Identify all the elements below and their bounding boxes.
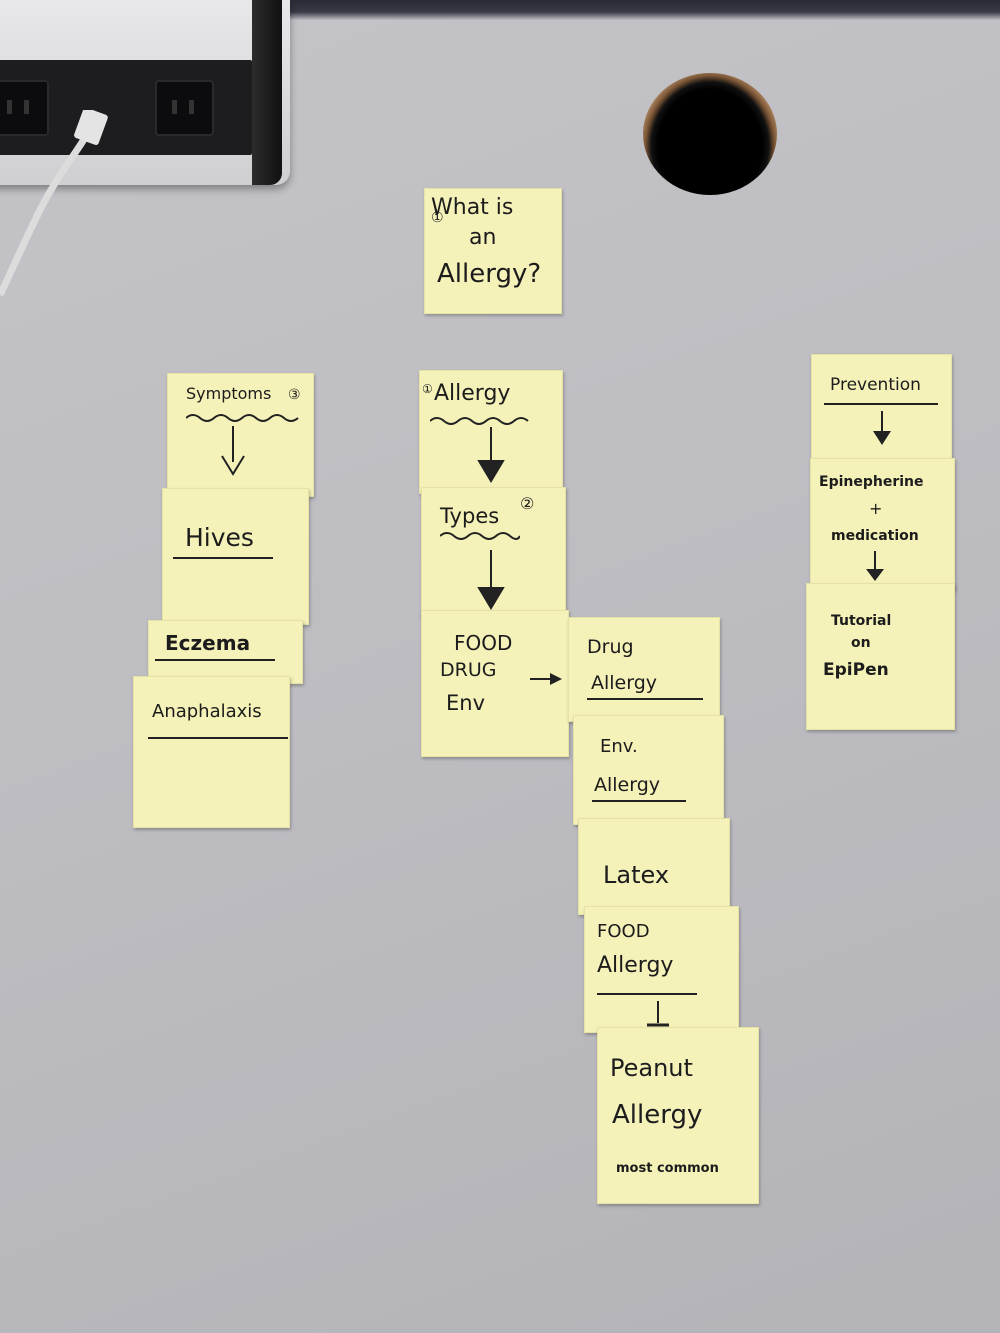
note-text: Epinepherine	[819, 474, 924, 490]
note-text: most common	[616, 1161, 719, 1176]
note-hives: Hives	[162, 488, 309, 625]
note-food-allergy: FOOD Allergy	[584, 906, 739, 1033]
power-outlet	[0, 80, 49, 136]
step-marker: ①	[422, 382, 433, 396]
step-marker: ①	[431, 210, 444, 226]
note-text: Latex	[603, 861, 670, 889]
underline	[587, 698, 703, 700]
note-text: Drug	[587, 636, 634, 658]
squiggle-underline	[430, 417, 529, 425]
power-outlet	[155, 80, 214, 136]
note-text: Env	[446, 691, 486, 715]
note-what-is-allergy: ① What is an Allergy?	[424, 188, 562, 314]
note-text: Allergy	[612, 1100, 703, 1130]
note-text: What is	[431, 195, 514, 220]
underline	[592, 800, 686, 802]
note-text: +	[869, 499, 883, 518]
note-text: Types	[440, 504, 500, 528]
underline	[597, 993, 697, 995]
desk-grommet-hole	[643, 73, 777, 195]
note-text: Hives	[185, 523, 254, 552]
power-strip	[0, 0, 290, 185]
note-text: Prevention	[830, 375, 921, 395]
note-allergy: ① Allergy	[419, 370, 563, 494]
arrow-right-icon	[530, 673, 562, 685]
note-text: Env.	[600, 736, 638, 757]
note-text: Allergy	[434, 381, 511, 406]
note-types: Types ②	[421, 487, 566, 617]
note-text: on	[851, 635, 871, 651]
note-text: DRUG	[440, 659, 497, 681]
note-text: Allergy	[594, 774, 661, 796]
note-epinephrine-medication: Epinepherine + medication	[810, 458, 955, 590]
note-text: Symptoms	[186, 384, 272, 403]
arrow-down-icon	[221, 426, 245, 476]
note-text: Peanut	[610, 1054, 693, 1082]
note-text: medication	[831, 528, 919, 544]
power-strip-end-cap	[252, 0, 282, 185]
underline	[173, 557, 273, 559]
arrow-down-icon	[477, 550, 505, 610]
note-text: Tutorial	[831, 613, 892, 629]
arrow-down-icon	[866, 551, 884, 581]
underline	[824, 403, 938, 405]
note-text: Allergy	[591, 672, 658, 694]
arrow-down-icon	[873, 411, 891, 445]
note-symptoms: Symptoms ③	[167, 373, 314, 497]
arrow-down-icon	[477, 427, 505, 483]
step-marker: ③	[288, 387, 301, 403]
note-text: Eczema	[165, 631, 251, 655]
note-peanut-allergy: Peanut Allergy most common	[597, 1027, 759, 1204]
arrow-down-icon	[647, 1001, 669, 1027]
note-text: FOOD	[597, 921, 650, 942]
note-text: EpiPen	[823, 660, 889, 680]
note-food-drug-env: FOOD DRUG Env	[421, 610, 569, 757]
squiggle-underline	[440, 532, 520, 540]
squiggle-underline	[186, 414, 299, 422]
note-prevention: Prevention	[811, 354, 952, 466]
note-text: an	[469, 225, 497, 250]
note-drug-allergy: Drug Allergy	[568, 617, 720, 722]
power-strip-panel	[0, 60, 252, 155]
note-latex: Latex	[578, 818, 730, 915]
desk-edge	[270, 0, 1000, 20]
note-tutorial-epipen: Tutorial on EpiPen	[806, 583, 955, 730]
note-text: Allergy?	[437, 259, 542, 289]
step-marker: ②	[520, 494, 535, 513]
note-eczema: Eczema	[148, 620, 303, 684]
note-anaphalaxis: Anaphalaxis	[133, 676, 290, 828]
note-text: Anaphalaxis	[152, 701, 262, 722]
underline	[148, 737, 288, 739]
underline	[155, 659, 275, 661]
note-text: FOOD	[454, 631, 513, 655]
note-text: Allergy	[597, 953, 674, 978]
note-env-allergy: Env. Allergy	[573, 715, 724, 825]
network-cable	[0, 110, 108, 297]
